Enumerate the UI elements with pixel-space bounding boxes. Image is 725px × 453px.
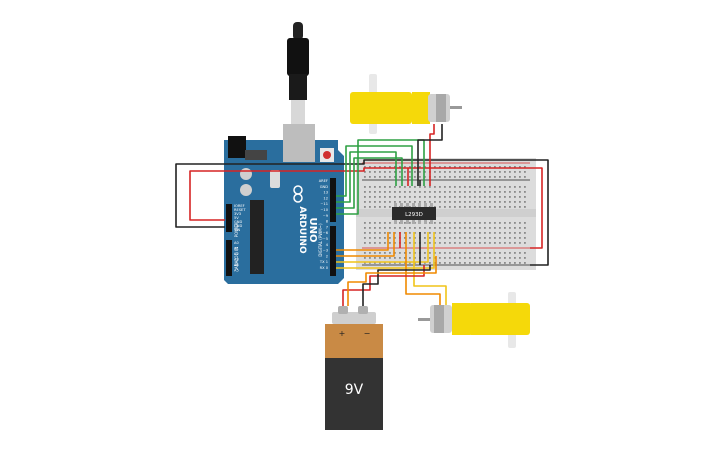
analog-group-label: ANALOG IN [234, 247, 239, 269]
wire-green-4 [336, 139, 425, 215]
digital-pin-label: 2 [326, 254, 328, 258]
power-group-label: POWER [234, 222, 239, 237]
analog-pin-label: A4 [234, 263, 239, 267]
analog-pin-label: A2 [234, 252, 239, 256]
analog-pin-label: A1 [234, 247, 239, 251]
power-pin-label: GND [234, 224, 242, 228]
wire-motor2-yellow [413, 232, 447, 305]
wire-orange-1 [336, 232, 389, 251]
digital-pin-label: ~5 [323, 237, 328, 241]
power-pin-label: RESET [234, 208, 246, 212]
digital-group-label: DIGITAL (PWM~) [318, 223, 323, 257]
wire-motor2-orange [405, 232, 441, 305]
wire-black-gnd-loop [175, 159, 549, 266]
battery-9v[interactable]: + − 9V [325, 306, 383, 430]
arduino-uno-board[interactable]: ARDUINO UNO POWER ANALOG IN DIGITAL (PWM… [224, 124, 344, 284]
wire-motor1-black [417, 124, 443, 186]
power-pin-label: 3V3 [234, 212, 241, 216]
digital-pin-label: 4 [326, 243, 329, 247]
wire-orange-2 [336, 232, 395, 257]
power-pin-label: IOREF [234, 204, 245, 208]
wire-yellow-1 [336, 232, 429, 263]
usb-port [283, 124, 315, 162]
wires [175, 124, 549, 306]
arduino-logo-icon [293, 185, 303, 203]
analog-pin-label: A0 [234, 241, 239, 245]
digital-pin-label: ~6 [323, 231, 329, 235]
digital-pin-label: 12 [323, 196, 328, 200]
wire-yellow-2 [336, 232, 435, 269]
analog-pin-label: A3 [234, 258, 239, 262]
digital-pin-label: ~11 [320, 202, 328, 206]
digital-pin-label: ~3 [323, 249, 328, 253]
digital-pin-label: ~10 [320, 208, 328, 212]
atmega-chip [250, 200, 264, 274]
l293d-driver-chip[interactable]: L293D [392, 203, 436, 224]
ic-label: L293D [405, 212, 423, 218]
power-jack [228, 136, 246, 158]
power-pin-label: GND [234, 220, 242, 224]
digital-pin-label: TX 1 [319, 260, 328, 264]
arduino-model-label: UNO [307, 218, 318, 243]
wire-motor1-red [429, 124, 435, 186]
battery-minus-label: − [364, 329, 371, 338]
digital-pin-label: ~9 [323, 214, 329, 218]
wire-red-5v-loop [189, 167, 543, 249]
digital-pin-label: 8 [326, 220, 329, 224]
digital-pin-label: GND [320, 185, 328, 189]
wire-green-3 [336, 157, 403, 209]
wire-battery-minus [362, 265, 431, 306]
digital-pin-label: AREF [319, 179, 328, 183]
battery-plus-label: + [339, 329, 346, 338]
analog-pin-label: A5 [234, 269, 239, 273]
dc-motor-bottom[interactable] [418, 292, 530, 348]
usb-cable [287, 22, 309, 124]
digital-pin-label: 13 [323, 191, 328, 195]
wire-green-1 [336, 145, 413, 197]
battery-voltage-label: 9V [345, 382, 364, 398]
wire-battery-plus-orange [347, 256, 437, 306]
arduino-brand-label: ARDUINO [297, 206, 307, 254]
wire-battery-plus [342, 265, 425, 306]
wire-green-2 [336, 151, 397, 203]
breadboard[interactable] [356, 158, 536, 270]
digital-pin-label: RX 0 [320, 266, 329, 270]
dc-motor-top[interactable] [350, 74, 462, 134]
power-pin-label: VIN [234, 228, 241, 232]
power-pin-label: 5V [234, 216, 239, 220]
digital-pin-label: 7 [326, 225, 328, 229]
